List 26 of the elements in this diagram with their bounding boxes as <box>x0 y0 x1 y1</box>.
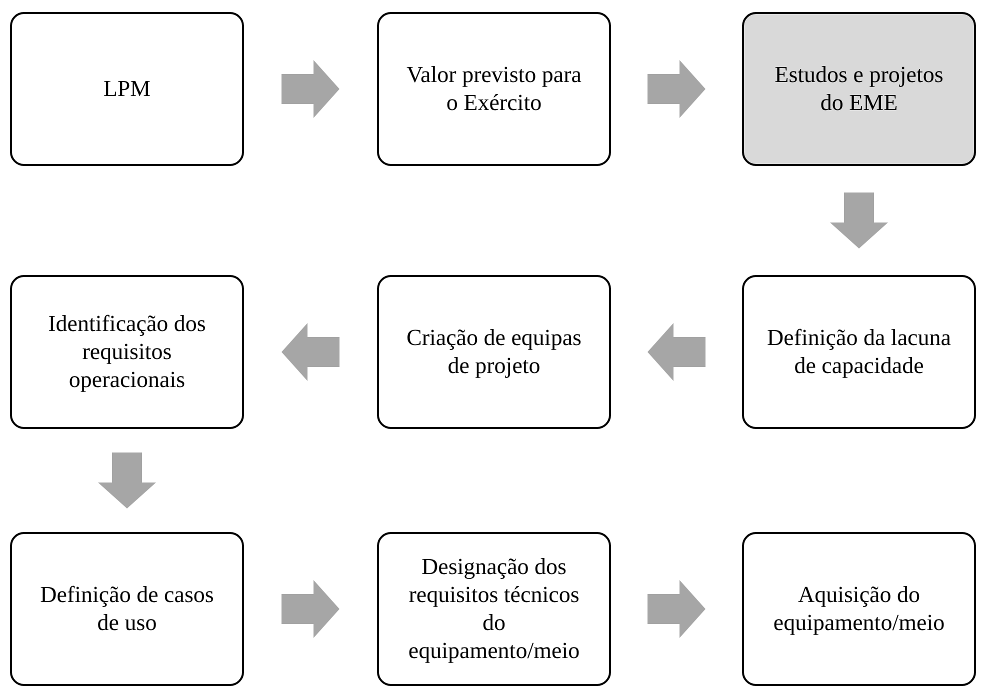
box-text: Aquisição do equipamento/meio <box>772 581 946 637</box>
process-box <box>742 275 976 429</box>
process-box <box>377 532 611 686</box>
box-text: Designação dos requisitos técnicos do equipamento/meio <box>407 553 581 665</box>
process-box <box>377 275 611 429</box>
block-arrow <box>98 452 156 508</box>
process-box <box>10 275 244 429</box>
block-arrow <box>282 60 340 118</box>
process-box <box>742 532 976 686</box>
box-text: Valor previsto para o Exército <box>406 61 582 117</box>
box-text: Definição da lacuna de capacidade <box>766 324 952 380</box>
block-arrow <box>648 60 706 118</box>
process-box <box>10 532 244 686</box>
block-arrow <box>830 192 888 248</box>
block-arrow <box>648 323 706 381</box>
process-box <box>377 12 611 166</box>
block-arrow <box>282 323 340 381</box>
block-arrow <box>648 580 706 638</box>
box-text: Definição de casos de uso <box>39 581 215 637</box>
box-text: LPM <box>103 75 151 103</box>
box-text: Identificação dos requisitos operacionais <box>47 310 207 394</box>
process-box <box>10 12 244 166</box>
box-text: Criação de equipas de projeto <box>406 324 582 380</box>
box-text: Estudos e projetos do EME <box>774 61 944 117</box>
block-arrow <box>282 580 340 638</box>
process-box <box>742 12 976 166</box>
